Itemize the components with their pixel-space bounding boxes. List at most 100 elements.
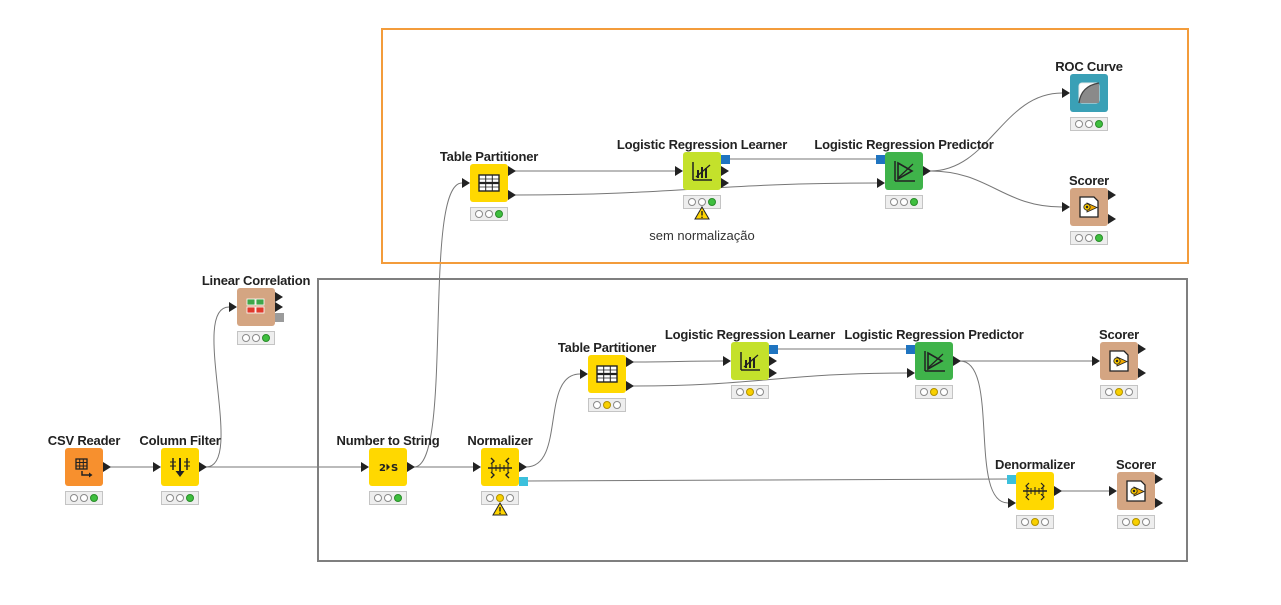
node-scorer-3[interactable]: Scorer: [1109, 457, 1163, 529]
output-port[interactable]: [519, 462, 527, 472]
output-port[interactable]: [275, 312, 284, 322]
input-port[interactable]: [153, 462, 161, 472]
annotation-box-gray[interactable]: [317, 278, 1188, 562]
node-lr-learner-2[interactable]: Logistic Regression Learner: [665, 327, 835, 399]
node-denormalizer[interactable]: Denormalizer: [995, 457, 1075, 529]
node-label[interactable]: Logistic Regression Predictor: [814, 137, 994, 152]
connection-lr-predictor-1-to-roc-curve[interactable]: [929, 92, 1063, 172]
output-port[interactable]: [1138, 344, 1146, 354]
node-table-partitioner-2[interactable]: Table Partitioner: [558, 340, 656, 412]
output-port[interactable]: [519, 476, 528, 486]
output-port[interactable]: [769, 368, 777, 378]
node-table-partitioner-1[interactable]: Table Partitioner: [440, 149, 538, 221]
warning-icon[interactable]: [694, 206, 710, 220]
scorer-icon[interactable]: [1100, 342, 1138, 380]
connection-lr-predictor-2-to-denormalizer[interactable]: [959, 360, 1009, 504]
input-port[interactable]: [1092, 356, 1100, 366]
node-scorer-1[interactable]: Scorer: [1062, 173, 1116, 245]
input-port[interactable]: [1062, 202, 1070, 212]
connection-column-filter-to-linear-correlation[interactable]: [205, 306, 230, 468]
linear-correlation-icon[interactable]: [237, 288, 275, 326]
normalizer-icon[interactable]: [481, 448, 519, 486]
node-scorer-2[interactable]: Scorer: [1092, 327, 1146, 399]
node-column-filter[interactable]: Column Filter: [139, 433, 221, 505]
output-port[interactable]: [1155, 474, 1163, 484]
input-port[interactable]: [1008, 498, 1016, 508]
output-port[interactable]: [103, 462, 111, 472]
node-label[interactable]: Column Filter: [139, 433, 221, 448]
lr-predictor-icon[interactable]: [885, 152, 923, 190]
node-lr-learner-1[interactable]: Logistic Regression Learner: [617, 137, 787, 220]
connection-normalizer-to-table-partitioner-2[interactable]: [525, 373, 581, 468]
roc-curve-icon[interactable]: [1070, 74, 1108, 112]
input-port[interactable]: [1007, 474, 1016, 484]
output-port[interactable]: [1155, 498, 1163, 508]
node-label[interactable]: Logistic Regression Learner: [664, 327, 836, 342]
output-port[interactable]: [626, 381, 634, 391]
output-port[interactable]: [769, 356, 777, 366]
node-label[interactable]: Scorer: [1116, 457, 1156, 472]
output-port[interactable]: [769, 344, 778, 354]
output-port[interactable]: [275, 302, 283, 312]
node-linear-correlation[interactable]: Linear Correlation: [202, 273, 310, 345]
connection-table-partitioner-2-to-lr-predictor-2[interactable]: [632, 372, 908, 387]
node-label[interactable]: ROC Curve: [1055, 59, 1123, 74]
node-label[interactable]: Table Partitioner: [439, 149, 539, 164]
node-label[interactable]: Linear Correlation: [201, 273, 311, 288]
output-port[interactable]: [508, 190, 516, 200]
node-label[interactable]: CSV Reader: [47, 433, 121, 448]
output-port[interactable]: [508, 166, 516, 176]
output-port[interactable]: [953, 356, 961, 366]
output-port[interactable]: [923, 166, 931, 176]
node-lr-predictor-1[interactable]: Logistic Regression Predictor: [814, 137, 994, 209]
annotation-box-orange[interactable]: [381, 28, 1189, 264]
connection-table-partitioner-2-to-lr-learner-2[interactable]: [632, 360, 724, 363]
node-label[interactable]: Table Partitioner: [557, 340, 657, 355]
input-port[interactable]: [723, 356, 731, 366]
denormalizer-icon[interactable]: [1016, 472, 1054, 510]
output-port[interactable]: [407, 462, 415, 472]
node-normalizer[interactable]: Normalizer: [467, 433, 533, 516]
node-label[interactable]: Number to String: [336, 433, 440, 448]
output-port[interactable]: [721, 166, 729, 176]
input-port[interactable]: [361, 462, 369, 472]
input-port[interactable]: [1109, 486, 1117, 496]
output-port[interactable]: [721, 178, 729, 188]
output-port[interactable]: [721, 154, 730, 164]
csv-reader-icon[interactable]: [65, 448, 103, 486]
node-csv-reader[interactable]: CSV Reader: [48, 433, 120, 505]
input-port[interactable]: [473, 462, 481, 472]
input-port[interactable]: [580, 369, 588, 379]
output-port[interactable]: [1138, 368, 1146, 378]
node-label[interactable]: Normalizer: [467, 433, 533, 448]
column-filter-icon[interactable]: [161, 448, 199, 486]
input-port[interactable]: [877, 178, 885, 188]
input-port[interactable]: [462, 178, 470, 188]
connection-number-to-string-to-table-partitioner-1[interactable]: [413, 182, 463, 468]
scorer-icon[interactable]: [1117, 472, 1155, 510]
node-roc-curve[interactable]: ROC Curve: [1055, 59, 1123, 131]
input-port[interactable]: [675, 166, 683, 176]
output-port[interactable]: [275, 292, 283, 302]
node-label[interactable]: Logistic Regression Predictor: [844, 327, 1024, 342]
lr-learner-icon[interactable]: [731, 342, 769, 380]
output-port[interactable]: [626, 357, 634, 367]
input-port[interactable]: [229, 302, 237, 312]
connection-lr-predictor-1-to-scorer-1[interactable]: [929, 170, 1063, 208]
node-label[interactable]: Logistic Regression Learner: [616, 137, 788, 152]
input-port[interactable]: [1062, 88, 1070, 98]
input-port[interactable]: [907, 368, 915, 378]
table-partitioner-icon[interactable]: [588, 355, 626, 393]
warning-icon[interactable]: [492, 502, 508, 516]
lr-predictor-icon[interactable]: [915, 342, 953, 380]
input-port[interactable]: [906, 344, 915, 354]
scorer-icon[interactable]: [1070, 188, 1108, 226]
table-partitioner-icon[interactable]: [470, 164, 508, 202]
input-port[interactable]: [876, 154, 885, 164]
lr-learner-icon[interactable]: [683, 152, 721, 190]
node-label[interactable]: Scorer: [1099, 327, 1139, 342]
output-port[interactable]: [1054, 486, 1062, 496]
node-label[interactable]: Denormalizer: [995, 457, 1075, 472]
